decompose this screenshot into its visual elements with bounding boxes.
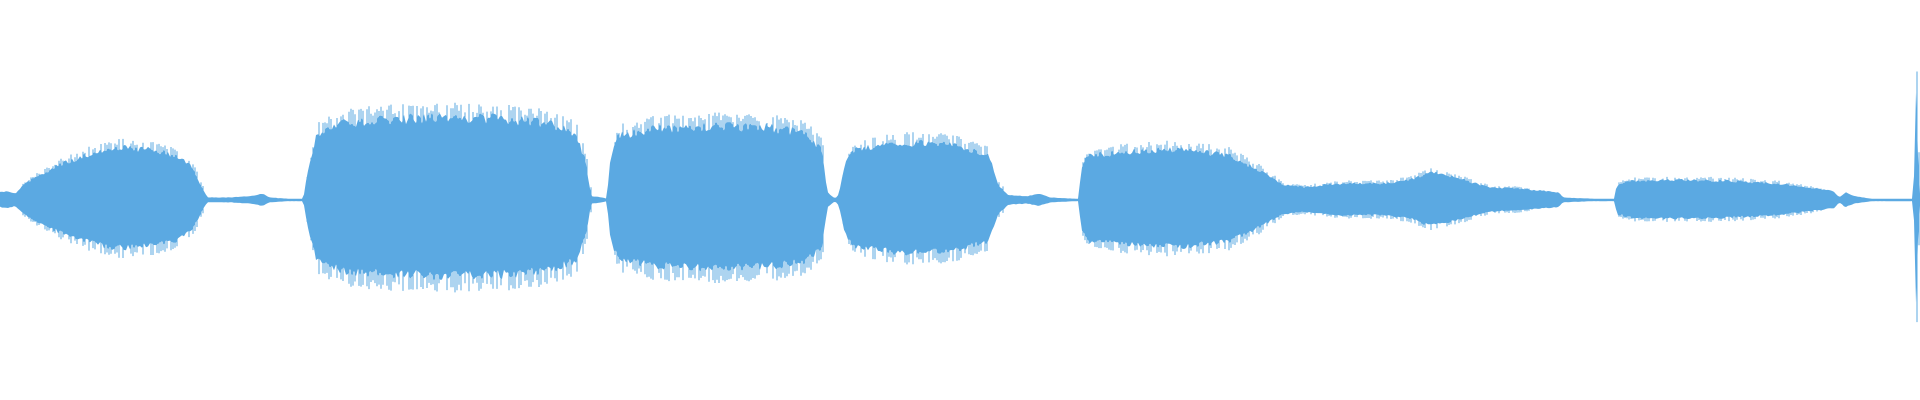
waveform-envelope: [0, 92, 1920, 303]
